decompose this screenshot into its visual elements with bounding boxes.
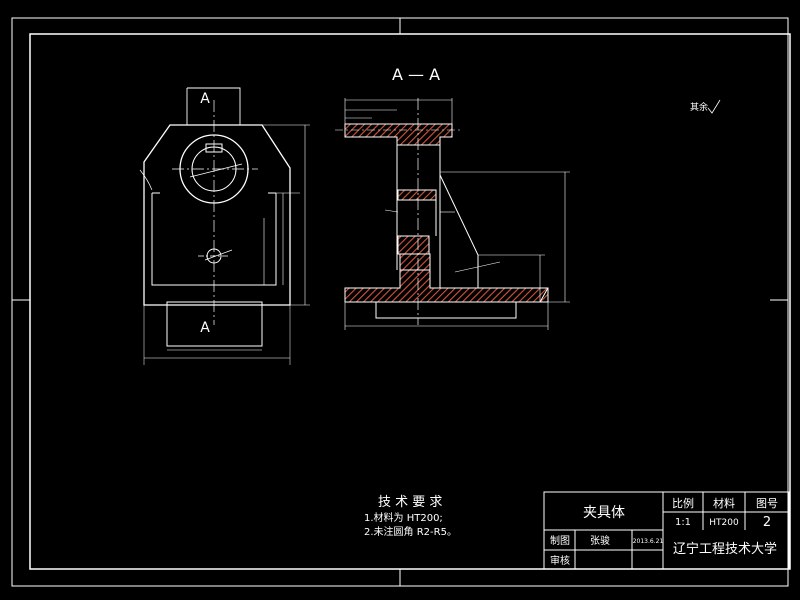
part-name: 夹具体 bbox=[583, 505, 625, 521]
school-name: 辽宁工程技术大学 bbox=[673, 541, 777, 557]
drawing-frame bbox=[11, 17, 791, 587]
section-view bbox=[335, 98, 721, 330]
title-block: 夹具体 比例 材料 图号 1:1 HT200 2 制图 张骏 2013.6.21… bbox=[543, 491, 790, 570]
drawing-no-value: 2 bbox=[763, 515, 771, 530]
tech-req-title: 技 术 要 求 bbox=[378, 495, 442, 510]
drawing-no-label: 图号 bbox=[756, 497, 778, 510]
drawn-date: 2013.6.21 bbox=[633, 538, 664, 545]
scale-label: 比例 bbox=[672, 496, 694, 510]
roughness-note: 其余 bbox=[690, 101, 708, 113]
drawn-by-label: 制图 bbox=[550, 534, 570, 547]
front-view bbox=[139, 87, 310, 365]
tech-req-item-2: 2.未注圆角 R2-R5。 bbox=[364, 525, 457, 538]
technical-requirements: 技 术 要 求 1.材料为 HT200; 2.未注圆角 R2-R5。 bbox=[364, 495, 457, 538]
scale-value: 1:1 bbox=[675, 517, 691, 528]
section-mark-bottom: A bbox=[200, 320, 210, 336]
section-mark-top: A bbox=[200, 91, 210, 107]
material-label: 材料 bbox=[713, 496, 735, 510]
checked-by-label: 审核 bbox=[550, 554, 570, 567]
tech-req-item-1: 1.材料为 HT200; bbox=[364, 511, 443, 524]
section-labels: A A A — A 其余 bbox=[200, 65, 708, 336]
material-value: HT200 bbox=[709, 518, 739, 528]
section-view-label: A — A bbox=[392, 65, 440, 84]
drawn-by-name: 张骏 bbox=[590, 534, 610, 547]
